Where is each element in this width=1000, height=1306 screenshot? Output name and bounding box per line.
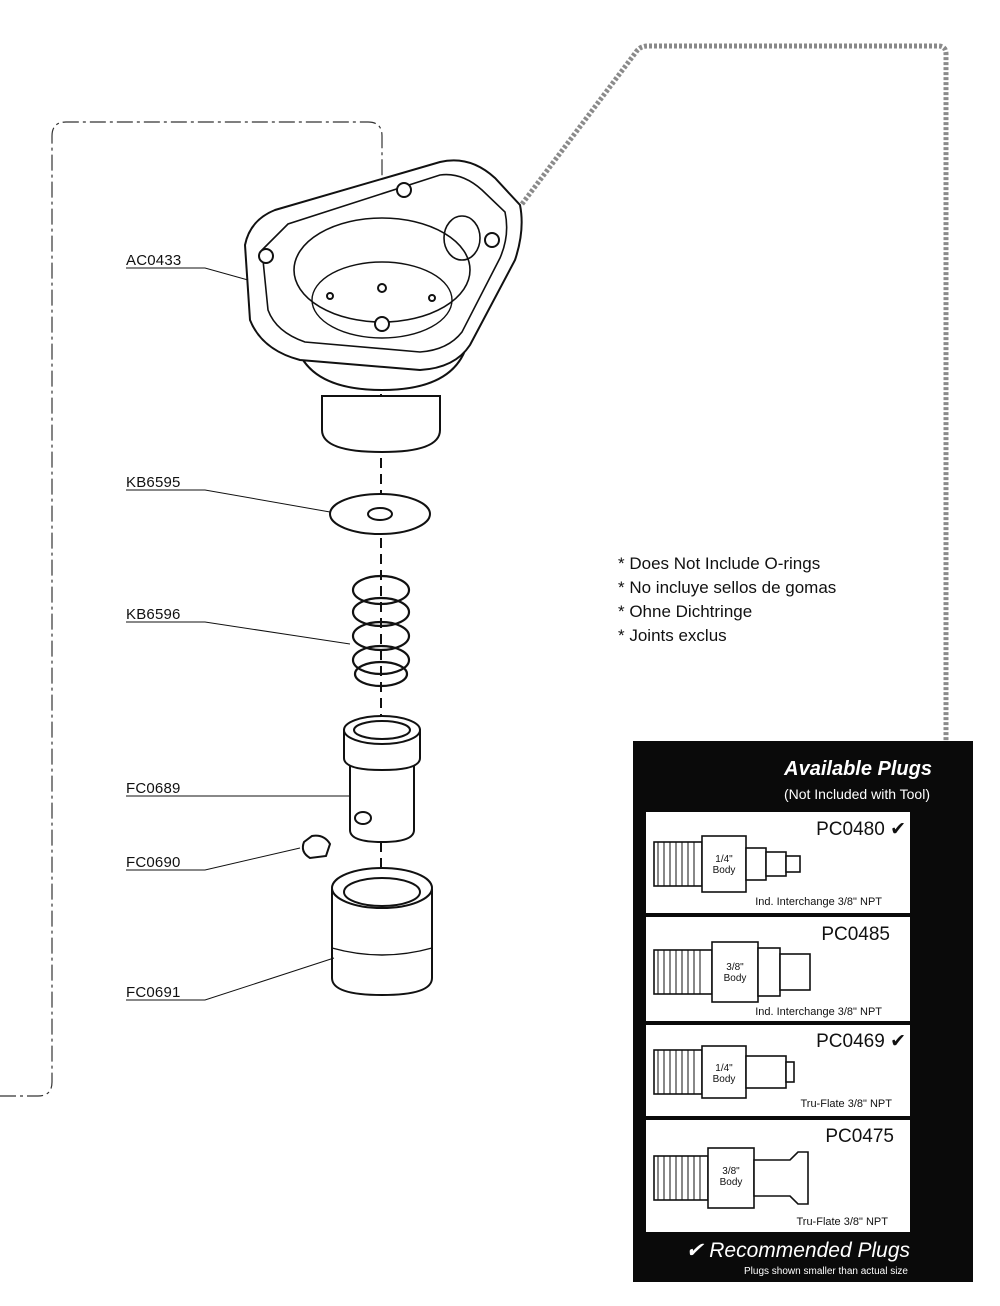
panel-title: Available Plugs [784, 758, 932, 780]
note-line: * No incluye sellos de gomas [618, 578, 837, 597]
plug-type-label: Tru-Flate 3/8" NPT [796, 1216, 888, 1228]
part-label-ac0433: AC0433 [126, 252, 182, 269]
plug-type-label: Ind. Interchange 3/8" NPT [755, 896, 882, 908]
part-label-fc0689: FC0689 [126, 780, 181, 797]
plug-type-label: Tru-Flate 3/8" NPT [800, 1098, 892, 1110]
assembly-bracket [0, 121, 383, 1097]
plug-fc0690 [301, 834, 332, 860]
plug-body-label: 1/4"Body [712, 854, 736, 876]
panel-subtitle: (Not Included with Tool) [783, 786, 930, 802]
spring-kb6596 [351, 574, 411, 688]
plug-body-label: 3/8"Body [723, 962, 747, 984]
size-footnote: Plugs shown smaller than actual size [744, 1266, 908, 1277]
housing-ac0433 [243, 159, 523, 454]
part-label-fc0690: FC0690 [126, 854, 181, 871]
plug-code-pc0469: PC0469 ✔ [816, 1031, 906, 1052]
plug-code-pc0475: PC0475 [825, 1126, 894, 1147]
plug-body-label: 1/4"Body [712, 1063, 736, 1085]
leader-lines [126, 267, 351, 1001]
exclusion-notes: * Does Not Include O-rings * No incluye … [618, 552, 836, 648]
plug-code-pc0485: PC0485 [821, 924, 890, 945]
note-line: * Joints exclus [618, 626, 727, 645]
note-line: * Does Not Include O-rings [618, 554, 821, 573]
washer-kb6595 [329, 493, 431, 535]
note-line: * Ohne Dichtringe [618, 602, 753, 621]
check-icon: ✔ [890, 819, 906, 840]
part-label-fc0691: FC0691 [126, 984, 181, 1001]
check-icon: ✔ [890, 1031, 906, 1052]
plug-type-label: Ind. Interchange 3/8" NPT [755, 1006, 882, 1018]
sleeve-fc0689 [343, 715, 421, 844]
recommended-plugs-legend: ✔ Recommended Plugs [685, 1239, 910, 1262]
plug-code-pc0480: PC0480 ✔ [816, 819, 906, 840]
part-label-kb6595: KB6595 [126, 474, 181, 491]
cap-fc0691 [331, 867, 433, 997]
part-label-kb6596: KB6596 [126, 606, 181, 623]
plug-body-label: 3/8"Body [719, 1166, 743, 1188]
